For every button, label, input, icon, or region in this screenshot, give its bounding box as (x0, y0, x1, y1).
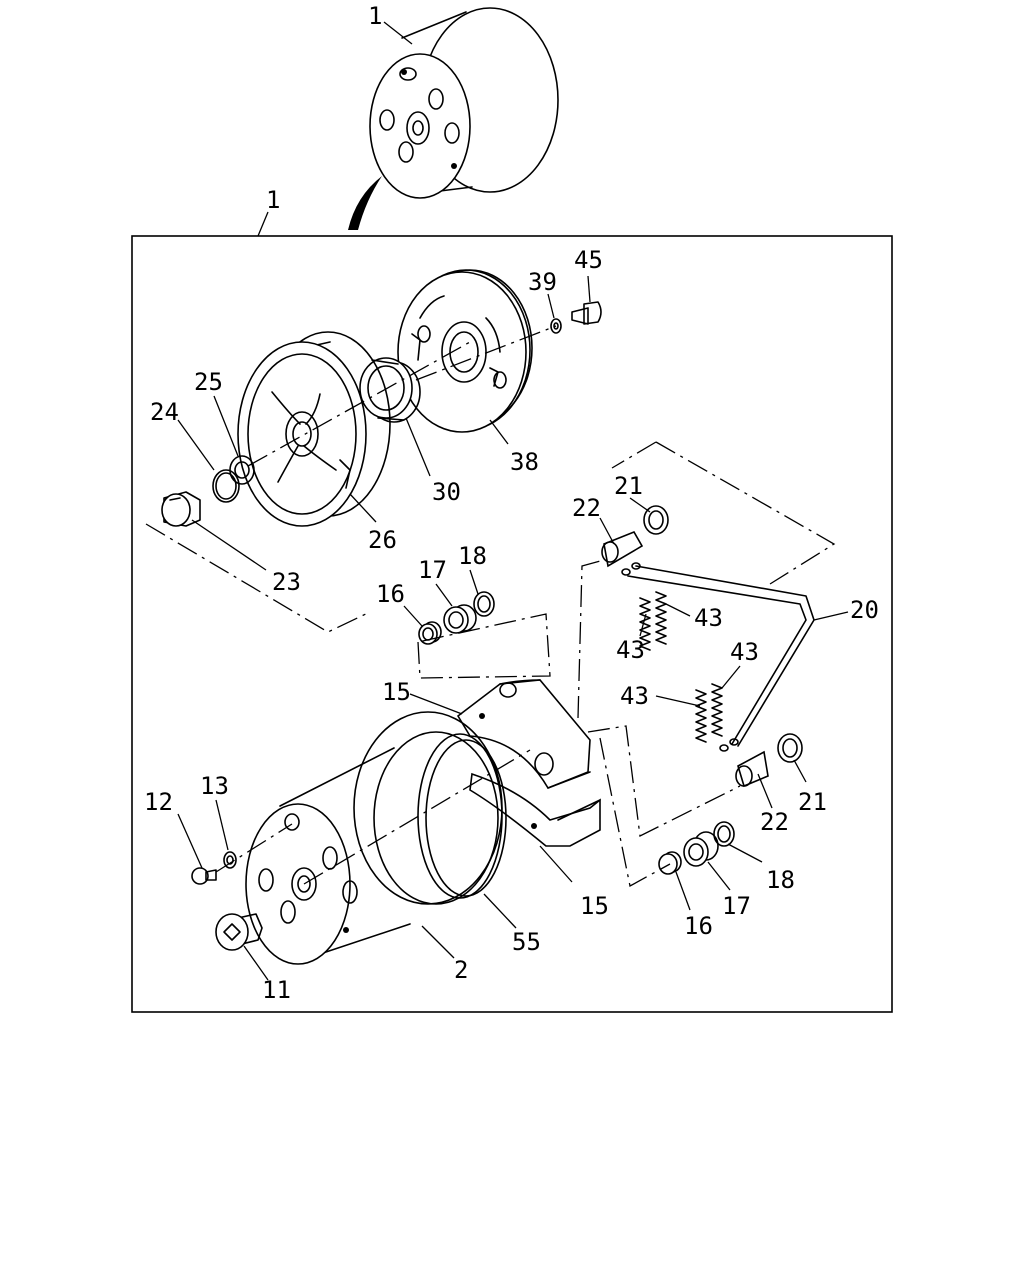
callout-22-top: 22 (572, 494, 601, 522)
part-11-plug (215, 913, 263, 951)
callout-18-top: 18 (458, 542, 487, 570)
part-12-screw (191, 867, 217, 885)
assembled-unit-top (369, 7, 559, 199)
callout-20: 20 (850, 596, 879, 624)
part-18-lower (713, 821, 735, 847)
part-13-washer (223, 851, 237, 869)
part-21-lower (777, 733, 803, 763)
part-16-lower (658, 851, 682, 875)
part-45-bolt (571, 301, 602, 325)
leader-lines (177, 21, 849, 981)
part-22-lower (735, 750, 769, 788)
callout-22-bottom: 22 (760, 808, 789, 836)
callout-38: 38 (510, 448, 539, 476)
callout-13: 13 (200, 772, 229, 800)
callout-25: 25 (194, 368, 223, 396)
callout-12: 12 (144, 788, 173, 816)
callout-43-c: 43 (730, 638, 759, 666)
callout-30: 30 (432, 478, 461, 506)
part-15-upper-half (456, 679, 591, 789)
part-21-upper (643, 505, 669, 535)
callout-17-bottom: 17 (722, 892, 751, 920)
callout-17-top: 17 (418, 556, 447, 584)
axis-line-upper (247, 341, 471, 467)
part-2-main-housing (245, 711, 503, 965)
callout-26: 26 (368, 526, 397, 554)
callout-labels: 1 1 45 39 25 24 38 30 26 23 21 22 18 17 … (144, 2, 879, 1004)
bracket-lower-16 (599, 737, 671, 887)
callout-16-bottom: 16 (684, 912, 713, 940)
part-39-washer (550, 318, 562, 334)
callout-15-top: 15 (382, 678, 411, 706)
assembly-arrow (348, 176, 382, 230)
exploded-view-frame (131, 235, 893, 1013)
callout-43-a: 43 (694, 604, 723, 632)
callout-55: 55 (512, 928, 541, 956)
bracket-16-upper (417, 613, 551, 679)
callout-1-frame: 1 (266, 186, 280, 214)
part-18-upper (473, 591, 495, 617)
part-26-housing (237, 331, 391, 527)
callout-43-d: 43 (620, 682, 649, 710)
part-43-springs-upper (639, 591, 667, 651)
bracket-20-group (577, 559, 605, 719)
part-22-upper (601, 530, 644, 568)
part-24-o-ring (212, 469, 240, 503)
bracket-lower-right (587, 725, 741, 837)
part-15-lower-half (469, 772, 601, 847)
part-43-springs-lower (695, 683, 723, 743)
callout-11: 11 (262, 976, 291, 1004)
callout-21-bottom: 21 (798, 788, 827, 816)
callout-16-top: 16 (376, 580, 405, 608)
bracket-23-group (145, 523, 371, 633)
axis-line-12 (215, 823, 293, 873)
bracket-20-right (655, 441, 836, 585)
callout-23: 23 (272, 568, 301, 596)
part-17-lower (683, 831, 719, 867)
callout-43-b: 43 (616, 636, 645, 664)
part-55-gasket (417, 733, 507, 899)
bracket-20-left (611, 441, 657, 469)
callout-15-bottom: 15 (580, 892, 609, 920)
callout-24: 24 (150, 398, 179, 426)
part-16-upper (418, 621, 442, 645)
callout-18-bottom: 18 (766, 866, 795, 894)
part-17-upper (443, 604, 477, 634)
part-38-cover-plate (397, 269, 533, 433)
callout-21-top: 21 (614, 472, 643, 500)
axis-line-lower (303, 749, 531, 885)
axis-line-plate (415, 325, 557, 381)
part-20-rod (621, 562, 815, 752)
callout-39: 39 (528, 268, 557, 296)
callout-45: 45 (574, 246, 603, 274)
part-23-plug (161, 491, 201, 527)
callout-1-top: 1 (368, 2, 382, 30)
callout-2: 2 (454, 956, 468, 984)
